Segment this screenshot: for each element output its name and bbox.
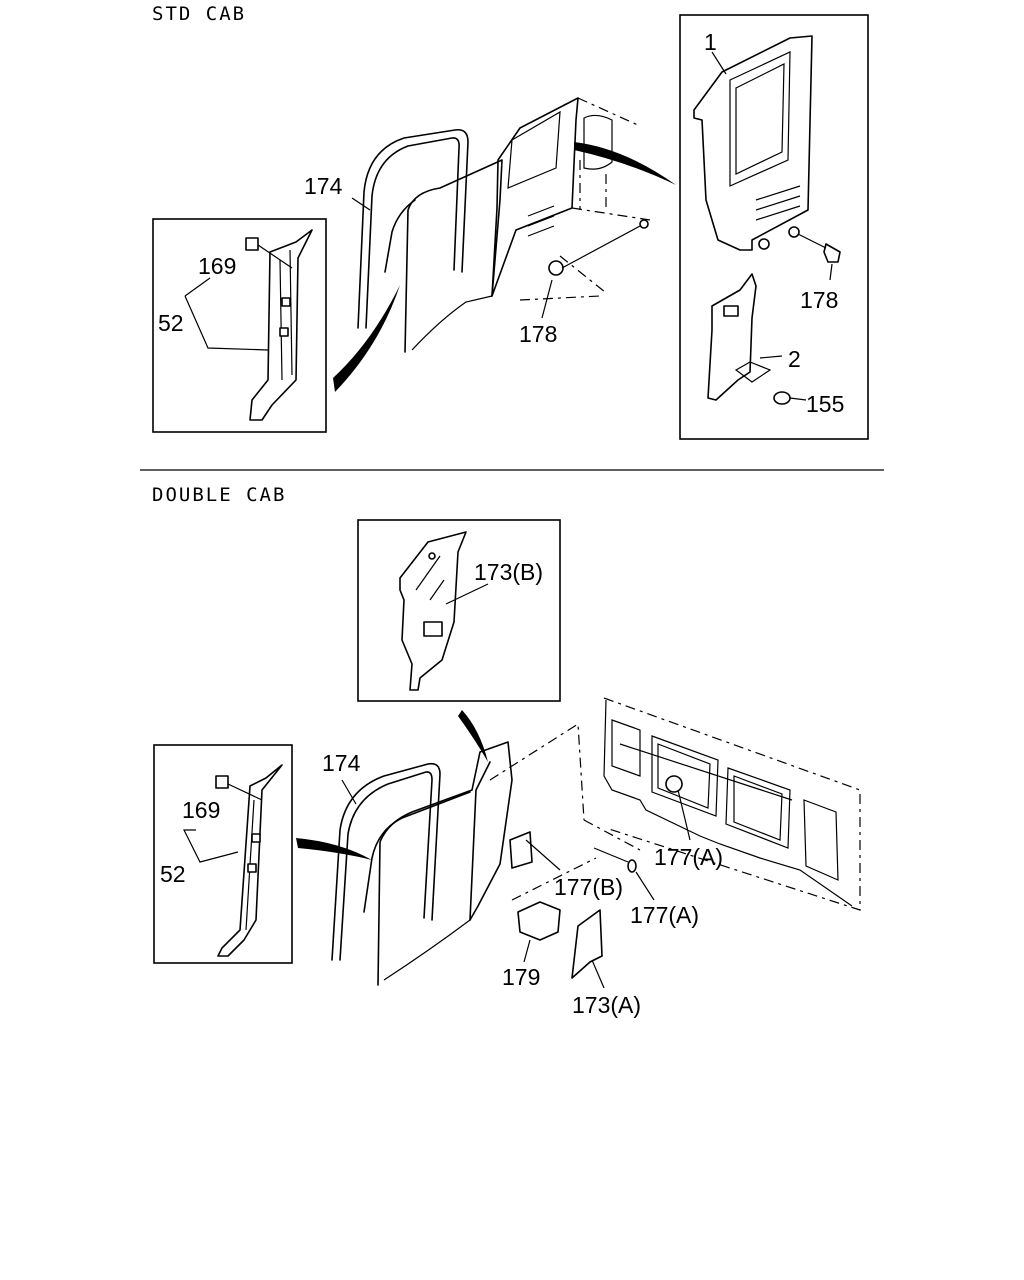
callout-178-main: 178	[519, 321, 557, 347]
fastener-178-part	[548, 260, 564, 276]
callout-174-dbl: 174	[322, 750, 361, 776]
std-cab-section: STD CAB 169 52 174	[152, 3, 869, 440]
std-rear-panel-detail-box: 1 178 2 155	[679, 14, 869, 440]
callout-177a-upper: 177(A)	[654, 844, 723, 870]
callout-1: 1	[704, 29, 717, 55]
double-cab-title: DOUBLE CAB	[152, 484, 286, 506]
std-leader-arrow-left	[333, 285, 400, 392]
dbl-cab-body: 177(A) 177(B) 177(A) 179 173(A)	[363, 697, 861, 1018]
dbl-pillar-detail-box: 169 52	[153, 744, 293, 964]
callout-173a: 173(A)	[572, 992, 641, 1018]
std-pillar-detail-box: 169 52	[152, 218, 327, 433]
std-leader-arrow-right	[574, 142, 676, 185]
dbl-weatherstrip-174: 174	[322, 750, 441, 961]
callout-173b: 173(B)	[474, 559, 543, 585]
plug-177a-part	[665, 775, 683, 793]
double-cab-section: DOUBLE CAB 173(B) 169 52	[152, 484, 861, 1018]
callout-178-detail: 178	[800, 287, 838, 313]
callout-169-dbl: 169	[182, 797, 220, 823]
callout-52-dbl: 52	[160, 861, 186, 887]
std-cab-body: 178	[384, 97, 651, 353]
clip-169-part-dbl	[215, 775, 229, 789]
dbl-leader-arrow-left	[296, 838, 372, 860]
bracket-179-part	[517, 901, 561, 941]
callout-177b: 177(B)	[554, 874, 623, 900]
callout-155: 155	[806, 391, 844, 417]
dbl-173b-detail-box: 173(B)	[357, 519, 561, 702]
std-weatherstrip-174: 174	[304, 128, 469, 329]
std-cab-title: STD CAB	[152, 3, 246, 25]
callout-169: 169	[198, 253, 236, 279]
callout-2: 2	[788, 346, 801, 372]
callout-174: 174	[304, 173, 343, 199]
dbl-leader-arrow-top	[458, 710, 488, 762]
clip-169-part	[245, 237, 259, 251]
callout-177a-lower: 177(A)	[630, 902, 699, 928]
callout-179: 179	[502, 964, 540, 990]
callout-52: 52	[158, 310, 184, 336]
